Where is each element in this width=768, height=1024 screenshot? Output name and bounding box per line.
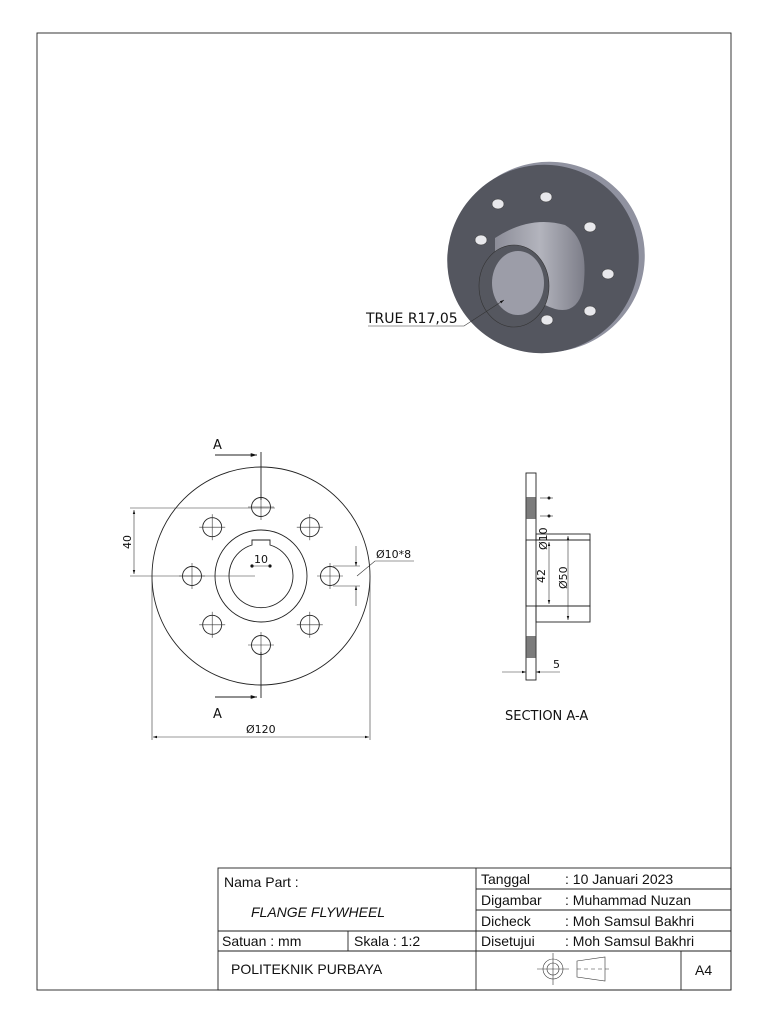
part-name: FLANGE FLYWHEEL [251, 904, 385, 920]
unit: Satuan : mm [222, 933, 301, 949]
title-block: Nama Part : FLANGE FLYWHEEL Satuan : mm … [217, 867, 732, 991]
isometric-view: TRUE R17,05 [365, 161, 645, 354]
section-view: Ø10 42 Ø50 5 SECTION A-A [502, 472, 591, 724]
svg-text:Ø50: Ø50 [557, 566, 570, 589]
svg-text:A: A [213, 707, 222, 722]
svg-text:Ø10: Ø10 [537, 527, 550, 550]
bore [492, 251, 544, 315]
svg-text:Ø120: Ø120 [246, 723, 276, 736]
svg-text:Disetujui: Disetujui [481, 933, 535, 949]
callout-leader [368, 299, 505, 327]
svg-text:Ø10*8: Ø10*8 [376, 548, 411, 561]
hub-section [535, 605, 591, 623]
svg-text:5: 5 [553, 658, 560, 671]
svg-text:: Moh Samsul Bakhri: : Moh Samsul Bakhri [565, 913, 694, 929]
callout-text: TRUE R17,05 [365, 311, 458, 327]
front-view: A A 40 10 Ø10*8 Ø120 [121, 438, 414, 740]
institution: POLITEKNIK PURBAYA [231, 961, 383, 977]
svg-text:Digambar: Digambar [481, 892, 542, 908]
svg-text:: Moh Samsul Bakhri: : Moh Samsul Bakhri [565, 933, 694, 949]
svg-text:10: 10 [254, 553, 268, 566]
svg-text:42: 42 [535, 569, 548, 583]
section-title: SECTION A-A [505, 709, 588, 724]
svg-text:Dicheck: Dicheck [481, 913, 532, 929]
svg-text:: Muhammad Nuzan: : Muhammad Nuzan [565, 892, 691, 908]
svg-text:Tanggal: Tanggal [481, 871, 530, 887]
scale: Skala : 1:2 [354, 933, 420, 949]
part-label: Nama Part : [224, 874, 299, 890]
svg-text:: 10 Januari 2023: : 10 Januari 2023 [565, 871, 673, 887]
bolt-holes-3d [474, 191, 615, 326]
bore-with-keyway [228, 539, 294, 609]
sheet-size: A4 [695, 962, 712, 978]
first-angle-projection-icon [537, 953, 609, 985]
svg-text:40: 40 [121, 535, 134, 549]
svg-text:A: A [213, 438, 222, 453]
sheet-border [36, 32, 732, 991]
